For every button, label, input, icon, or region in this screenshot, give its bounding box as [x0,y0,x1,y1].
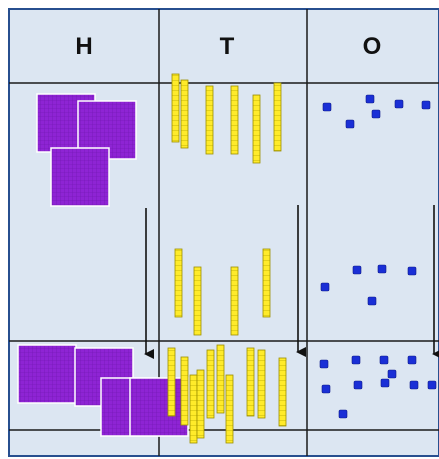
header-tens: T [220,33,235,60]
hundred-block [130,378,188,436]
one-cube [372,110,380,118]
one-cube [395,100,403,108]
one-cube [323,103,331,111]
one-cube [408,267,416,275]
one-cube [339,410,347,418]
ten-rod [217,345,224,413]
ten-rod [181,357,188,425]
one-cube [388,370,396,378]
one-cube [381,379,389,387]
hundred-block [18,345,76,403]
one-cube [368,297,376,305]
ten-rod [190,375,197,443]
one-cube [366,95,374,103]
one-cube [346,120,354,128]
one-cube [428,381,436,389]
ten-rod [207,350,214,418]
ten-rod [247,348,254,416]
ten-rod [175,249,182,317]
ten-rod [263,249,270,317]
one-cube [352,356,360,364]
one-cube [408,356,416,364]
ten-rod [226,375,233,443]
one-cube [354,381,362,389]
one-cube [322,385,330,393]
one-cube [353,266,361,274]
one-cube [321,283,329,291]
ten-rod [181,80,188,148]
ten-rod [168,348,175,416]
ten-rod [206,86,213,154]
ten-rod [274,83,281,151]
ten-rod [258,350,265,418]
ten-rod [231,267,238,335]
one-cube [380,356,388,364]
ten-rod [197,370,204,438]
ten-rod [279,358,286,426]
ten-rod [231,86,238,154]
one-cube [422,101,430,109]
one-cube [320,360,328,368]
ten-rod [194,267,201,335]
ten-rod [253,95,260,163]
hundred-block [51,148,109,206]
header-ones: O [363,33,382,60]
ten-rod [172,74,179,142]
one-cube [410,381,418,389]
one-cube [378,265,386,273]
header-hundreds: H [75,33,92,60]
